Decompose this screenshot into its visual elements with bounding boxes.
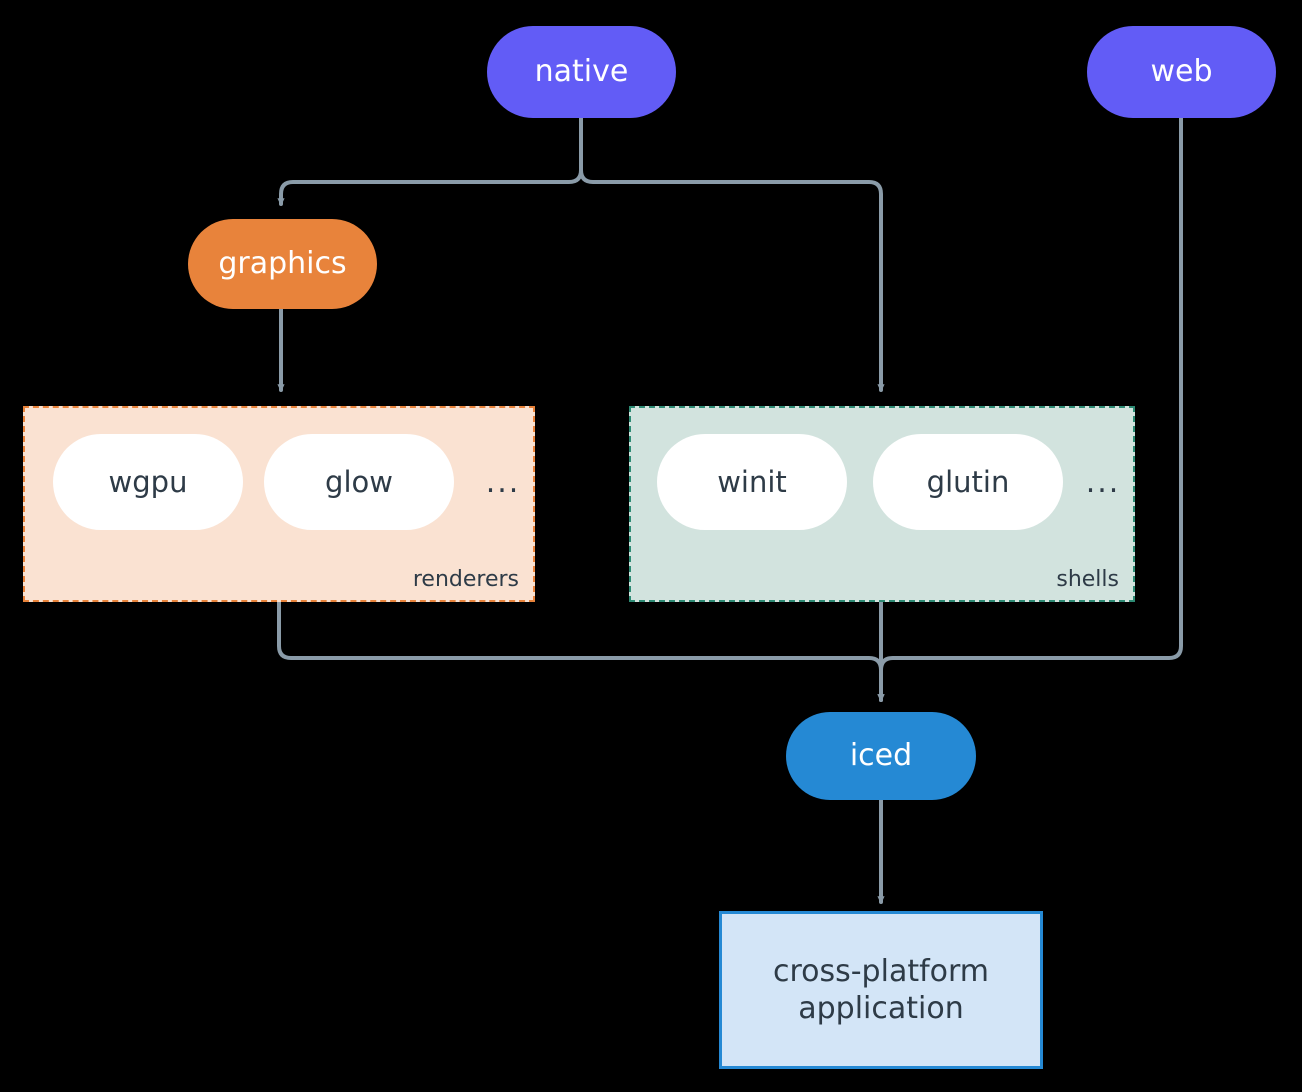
group-renderers-label: renderers	[412, 567, 519, 592]
node-web-label: web	[1150, 54, 1213, 90]
node-iced[interactable]: iced	[786, 712, 976, 800]
chip-glow-label: glow	[325, 465, 393, 499]
chip-wgpu-label: wgpu	[108, 465, 188, 499]
chip-winit[interactable]: winit	[657, 434, 847, 530]
node-native[interactable]: native	[487, 26, 676, 118]
node-graphics[interactable]: graphics	[188, 219, 377, 309]
chip-winit-label: winit	[717, 465, 787, 499]
group-shells-label: shells	[1056, 567, 1119, 592]
node-web[interactable]: web	[1087, 26, 1276, 118]
application-label-line2: application	[798, 991, 964, 1026]
application-label-line1: cross-platform	[772, 953, 990, 989]
chip-glow[interactable]: glow	[264, 434, 454, 530]
edge-renderers-iced	[277, 600, 885, 703]
group-renderers: wgpu glow ... renderers	[23, 406, 535, 602]
group-shells: winit glutin ... shells	[629, 406, 1135, 602]
chip-wgpu[interactable]: wgpu	[53, 434, 243, 530]
renderers-more-ellipsis: ...	[485, 464, 521, 500]
chip-glutin-label: glutin	[926, 465, 1010, 499]
node-application[interactable]: cross-platform application	[719, 911, 1043, 1069]
node-iced-label: iced	[849, 738, 913, 774]
chip-glutin[interactable]: glutin	[873, 434, 1063, 530]
edge-native-shells	[579, 116, 885, 393]
node-graphics-label: graphics	[218, 246, 347, 282]
node-native-label: native	[534, 54, 629, 90]
edge-native-graphics	[277, 116, 583, 207]
shells-more-ellipsis: ...	[1085, 464, 1121, 500]
